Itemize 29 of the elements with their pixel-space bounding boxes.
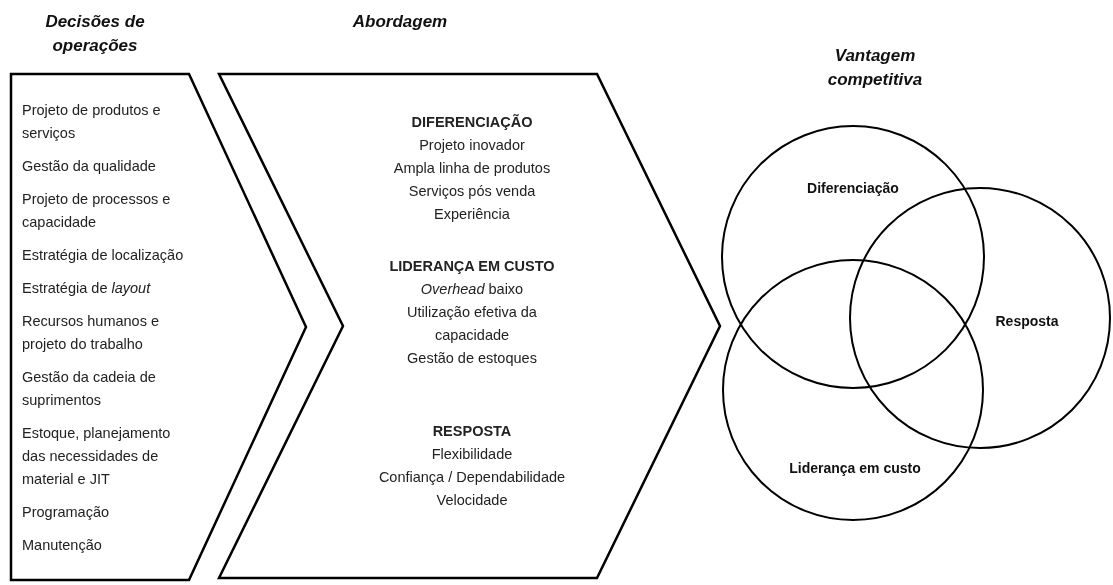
circle-label: Diferenciação bbox=[807, 180, 899, 196]
list-item: Gestão de estoques bbox=[406, 349, 538, 368]
list-item: Flexibilidade bbox=[430, 445, 514, 464]
list-item: Projeto de produtos e serviços bbox=[22, 101, 162, 143]
list-item: Utilização efetiva da capacidade bbox=[406, 303, 538, 345]
list-item: Gestão da cadeia de suprimentos bbox=[22, 368, 157, 410]
column-heading: Decisões de operações bbox=[44, 11, 146, 57]
circle-label: Resposta bbox=[995, 313, 1059, 329]
list-item: Gestão da qualidade bbox=[22, 157, 157, 176]
group-heading: DIFERENCIAÇÃO bbox=[410, 113, 534, 132]
list-item: Estratégia de layout bbox=[22, 279, 152, 298]
list-item: Projeto inovador bbox=[418, 136, 526, 155]
list-item: Recursos humanos e projeto do trabalho bbox=[22, 312, 160, 354]
list-item: Velocidade bbox=[435, 491, 509, 510]
list-item: Overhead baixo bbox=[419, 280, 525, 299]
list-item: Manutenção bbox=[22, 536, 103, 555]
list-item: Confiança / Dependabilidade bbox=[377, 468, 567, 487]
list-item: Projeto de processos e capacidade bbox=[22, 190, 172, 232]
list-item: Estratégia de localização bbox=[22, 246, 184, 265]
list-item: Serviços pós venda bbox=[407, 182, 537, 201]
column-heading: Vantagem competitiva bbox=[826, 45, 924, 91]
circle-label: Liderança em custo bbox=[789, 460, 921, 476]
list-item: Estoque, planejamento das necessidades de material e JIT bbox=[22, 424, 172, 489]
column-heading: Abordagem bbox=[351, 11, 449, 33]
group-heading: RESPOSTA bbox=[431, 422, 513, 441]
list-item: Experiência bbox=[433, 205, 511, 224]
group-heading: LIDERANÇA EM CUSTO bbox=[388, 257, 556, 276]
list-item: Programação bbox=[22, 503, 111, 522]
list-item: Ampla linha de produtos bbox=[392, 159, 552, 178]
